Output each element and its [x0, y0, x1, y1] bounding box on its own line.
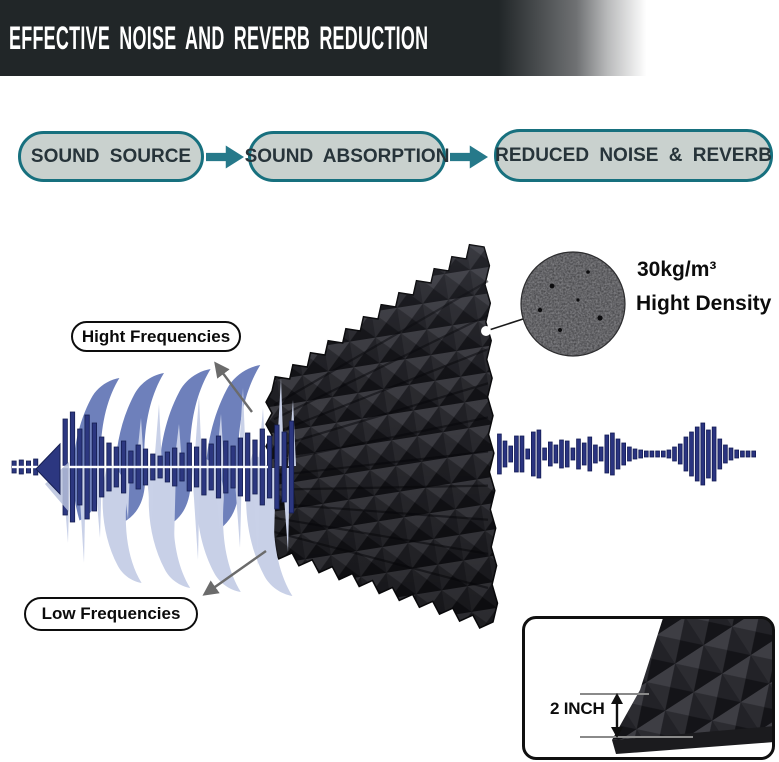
flow-step-label: SOUND SOURCE: [30, 145, 192, 167]
low-freq-pointer-arrow-icon: [202, 550, 267, 596]
thickness-label: 2 INCH: [550, 699, 605, 718]
left-sound-wave: [11, 365, 296, 596]
high-frequencies-label: Hight Frequencies: [71, 321, 241, 352]
flow-step-label: SOUND ABSORPTION: [244, 145, 450, 167]
acoustic-foam-panel: [265, 243, 499, 629]
waveform-centerline: [12, 465, 268, 469]
foam-slab-side: [612, 726, 773, 754]
right-sound-wave: [497, 422, 756, 486]
density-callout: [481, 251, 626, 357]
flow-step-label: REDUCED NOISE & REVERB: [495, 144, 772, 166]
double-headed-vertical-arrow-icon: [611, 693, 623, 738]
foam-texture-circle: [521, 252, 625, 356]
wave-left-arrow-icon: [35, 442, 61, 496]
title-banner: EFFECTIVE NOISE AND REVERB REDUCTION: [0, 0, 779, 76]
density-label: Hight Density: [636, 292, 772, 315]
page-title: EFFECTIVE NOISE AND REVERB REDUCTION: [9, 19, 429, 56]
flow-step-reduced-noise: REDUCED NOISE & REVERB: [494, 129, 773, 182]
high-freq-pointer-arrow-icon: [214, 361, 253, 413]
thickness-spec-box: [522, 616, 775, 760]
thickness-spec-drawing: [580, 618, 773, 754]
low-frequencies-label: Low Frequencies: [24, 597, 198, 631]
callout-connector-line: [485, 318, 524, 332]
white-dot-marker-icon: [481, 326, 491, 336]
density-value: 30kg/m³: [637, 258, 717, 281]
flow-step-sound-source: SOUND SOURCE: [18, 131, 204, 182]
foam-wedge: [612, 618, 773, 740]
flow-step-sound-absorption: SOUND ABSORPTION: [245, 131, 449, 182]
